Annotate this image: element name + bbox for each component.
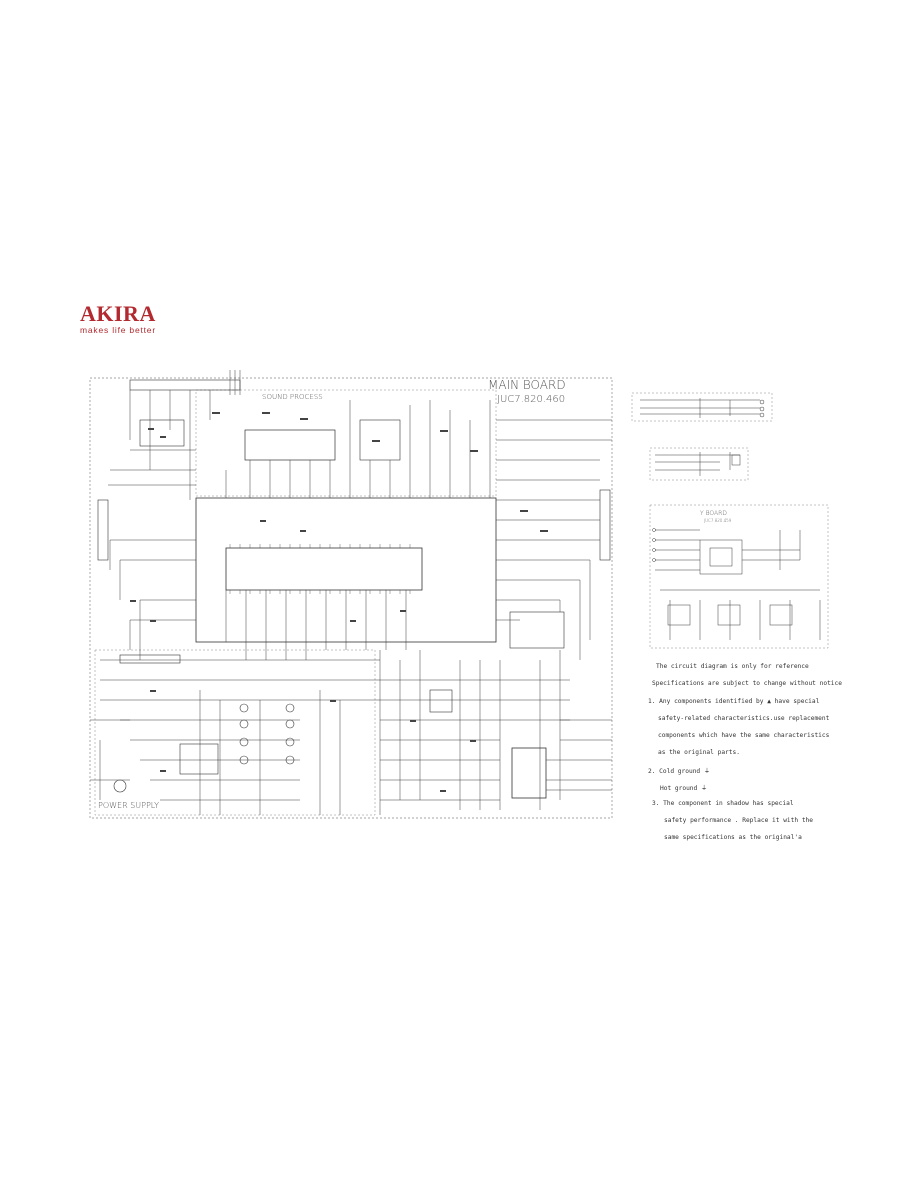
main-ic-core [225,547,423,591]
aux-board-2-wiring [655,452,741,476]
ic-block [429,689,453,713]
ic-pins [229,544,411,594]
coil-group [113,703,295,793]
note-3-line-3: same specifications as the original'a [664,834,802,841]
note-2-line-2: Hot ground ⏚ [660,785,708,792]
connector [97,499,109,561]
aux-board-2 [649,447,749,481]
sound-ic [244,429,336,461]
note-1-line-3: components which have the same character… [658,732,830,739]
sound-process-label: SOUND PROCESS [262,393,323,401]
brand-tagline: makes life better [80,325,156,335]
power-supply-label: POWER SUPPLY [98,801,159,810]
note-1-line-2: safety-related characteristics.use repla… [658,715,830,722]
y-board-title: Y BOARD [700,510,727,517]
flyback-transformer [511,747,547,799]
main-board-title: MAIN BOARD [488,378,566,392]
ic-block [509,611,565,649]
power-supply-region [94,649,376,816]
brand-logo: AKIRA makes life better [80,301,156,336]
ic-block [139,419,185,447]
note-3-line-1: 3. The component in shadow has special [652,800,794,807]
main-board-border [89,377,613,819]
note-spec-change: Specifications are subject to change wit… [652,680,842,687]
aux-board-1-wiring [640,398,765,418]
main-board-code: JUC7.820.460 [497,394,565,405]
connector [129,379,241,391]
aux-board-1 [631,392,773,422]
y-board-border [649,504,829,649]
note-1-line-4: as the original parts. [658,749,740,756]
note-1-line-1: 1. Any components identified by ▲ have s… [648,698,820,705]
note-reference: The circuit diagram is only for referenc… [656,663,809,670]
component-marks [130,412,548,792]
sound-process-region [195,389,497,497]
y-board-wiring [652,528,821,640]
connector [119,654,181,664]
note-2-line-1: 2. Cold ground ⏚ [648,768,711,775]
wiring [90,370,612,815]
brand-name: AKIRA [80,301,156,326]
ic-block [179,743,219,775]
y-board-code: JUC7.820.459 [704,518,732,523]
connector [599,489,611,561]
note-3-line-2: safety performance . Replace it with the [664,817,814,824]
ic-block [359,419,401,461]
